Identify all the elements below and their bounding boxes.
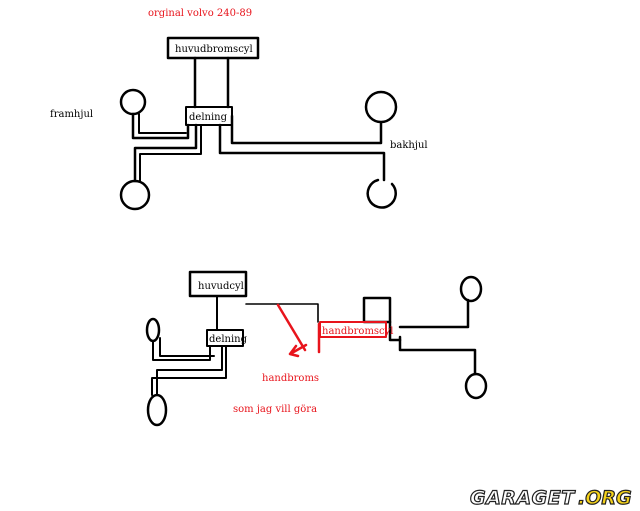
top-rear-pipe-upper bbox=[230, 114, 383, 145]
top-diagram bbox=[119, 36, 398, 211]
top-master-cylinder-box bbox=[166, 36, 260, 60]
bottom-master-to-handbrake bbox=[245, 303, 319, 323]
top-front-wheels-label: framhjul bbox=[50, 109, 93, 120]
bottom-splitter-label: delning bbox=[209, 334, 248, 345]
bottom-rear-pipe-upper bbox=[398, 298, 470, 329]
top-front-lower-pipe bbox=[133, 123, 198, 183]
top-master-cylinder-label: huvudbromscyl bbox=[175, 44, 253, 55]
bottom-handbrake-assembly bbox=[276, 303, 387, 358]
top-rear-upper-wheel bbox=[364, 90, 398, 124]
bottom-front-lower-pipe bbox=[156, 345, 223, 396]
top-front-left-pipe bbox=[131, 112, 190, 140]
bottom-handbrake-label: handbroms bbox=[262, 373, 319, 384]
bottom-rear-upper-wheel bbox=[459, 275, 483, 303]
bottom-handbrake-lever bbox=[276, 303, 307, 352]
top-rear-lower-wheel bbox=[366, 178, 397, 209]
top-rear-wheels-label: bakhjul bbox=[390, 140, 428, 151]
bottom-master-cylinder-label: huvudcyl bbox=[198, 281, 244, 292]
bottom-rear-link bbox=[388, 320, 402, 342]
bottom-front-upper-pipe bbox=[152, 340, 211, 361]
watermark-tld: .ORG bbox=[578, 487, 632, 509]
top-splitter-label: delning bbox=[189, 112, 228, 123]
watermark-brand: GARAGET bbox=[470, 487, 576, 509]
garaget-watermark: GARAGET .ORG bbox=[469, 486, 632, 509]
bottom-rear-pipe-lower bbox=[398, 335, 477, 376]
top-rear-pipe-lower bbox=[218, 123, 386, 182]
bottom-diagram bbox=[145, 270, 488, 427]
bottom-handbrake-arrow bbox=[288, 343, 308, 358]
bottom-handbrake-cylinder-label: handbromscyl bbox=[322, 326, 394, 337]
bottom-caption: som jag vill göra bbox=[233, 404, 317, 415]
diagram-title: orginal volvo 240-89 bbox=[148, 8, 252, 19]
bottom-rear-lower-wheel bbox=[464, 372, 488, 400]
